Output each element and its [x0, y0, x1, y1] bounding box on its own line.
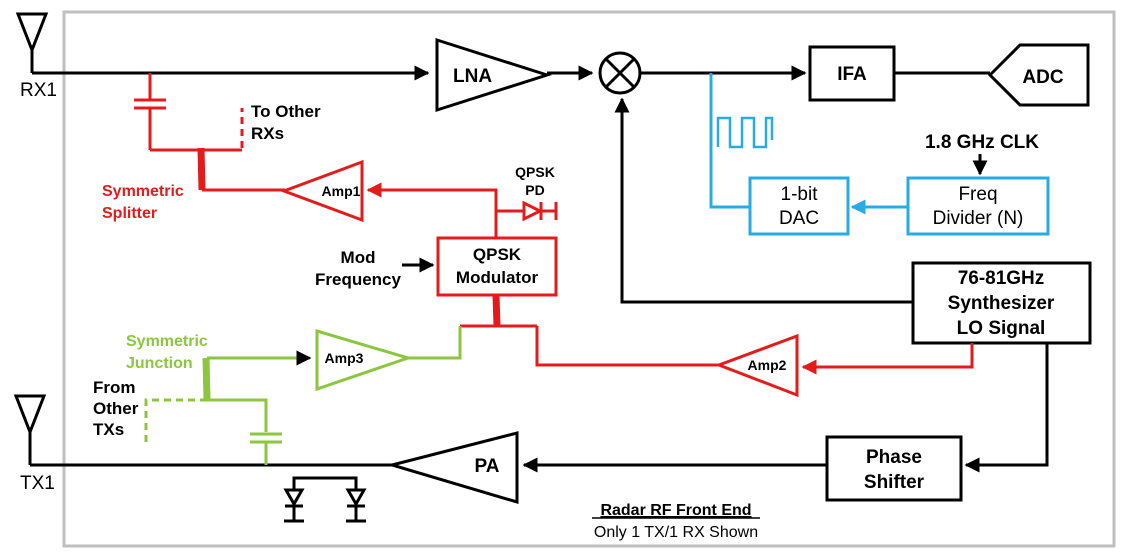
amp2-amplifier	[714, 333, 799, 398]
ifa-label: IFA	[837, 64, 867, 85]
symmetric-splitter-label-line1: Symmetric	[102, 183, 184, 200]
freq-divider-label-line2: Divider (N)	[933, 208, 1024, 229]
amp1-label: Amp1	[322, 183, 361, 199]
green-feed-wire	[408, 326, 462, 360]
mixer-icon	[598, 51, 642, 95]
to-other-rxs-label-line2: RXs	[251, 124, 284, 143]
symmetric-junction	[202, 357, 211, 401]
from-other-txs-label-line3: TXs	[93, 420, 124, 439]
symmetric-splitter-label-line2: Splitter	[102, 205, 157, 222]
adc-label: ADC	[1022, 67, 1063, 88]
dac-label-line2: DAC	[779, 208, 819, 229]
synth-label-line1: 76-81GHz	[958, 268, 1045, 289]
symmetric-splitter-junction	[197, 147, 206, 191]
junction-to-cap-wire	[207, 398, 268, 432]
adc-block	[987, 43, 1090, 107]
phase-shifter-label-line1: Phase	[866, 447, 922, 468]
phase-shifter-label-line2: Shifter	[864, 472, 925, 493]
lo-to-amp2-wire	[801, 343, 974, 375]
freq-divider-block	[906, 176, 1050, 236]
synthesizer-block	[911, 261, 1092, 345]
rx-antenna-icon	[15, 12, 49, 73]
amp2-to-qpsk-wire	[535, 326, 721, 367]
mixer-to-dac-wire	[709, 73, 750, 209]
amp3-amplifier	[315, 328, 413, 392]
rx-port-label: RX1	[20, 80, 57, 101]
synth-label-line2: Synthesizer	[948, 293, 1055, 314]
qpsk-pd-diode-icon	[496, 200, 558, 222]
qpsk-modulator-block	[436, 236, 558, 297]
tx-coupling-capacitor-icon	[250, 432, 282, 465]
from-other-txs-label-line2: Other	[93, 399, 139, 418]
ifa-block	[808, 45, 896, 102]
qpsk-to-amp1-wire	[366, 182, 498, 238]
to-other-rx-dashed-wire	[208, 108, 244, 152]
lo-to-mixer-wire	[614, 97, 913, 304]
mod-frequency-label-line1: Mod	[341, 248, 376, 267]
amp2-label: Amp2	[748, 357, 787, 373]
tx-antenna-icon	[13, 394, 47, 465]
dac-label-line1: 1-bit	[781, 184, 819, 205]
tx-port-label: TX1	[20, 473, 55, 494]
mod-frequency-label-line2: Frequency	[315, 270, 402, 289]
outer-frame	[62, 10, 1116, 548]
clk-label: 1.8 GHz CLK	[925, 132, 1039, 153]
square-wave-icon	[716, 116, 774, 149]
qpsk-input-junction	[492, 294, 501, 327]
symmetric-junction-label-line2: Junction	[126, 355, 193, 372]
amp1-amplifier	[279, 159, 364, 223]
amp3-label: Amp3	[325, 350, 364, 366]
symmetric-junction-label-line1: Symmetric	[126, 333, 208, 350]
synth-label-line3: LO Signal	[957, 318, 1046, 339]
qpsk-modulator-label-line1: QPSK	[473, 245, 522, 264]
pa-amplifier	[386, 431, 519, 505]
lna-amplifier	[435, 37, 552, 113]
qpsk-pd-label-line1: QPSK	[515, 164, 555, 180]
dac-block	[748, 176, 850, 236]
pa-label: PA	[475, 456, 500, 477]
qpsk-pd-label-line2: PD	[525, 182, 544, 198]
synth-to-phase-shifter-wire	[964, 343, 1049, 473]
phase-shifter-block	[825, 435, 963, 502]
freq-divider-label-line1: Freq	[958, 184, 997, 205]
lna-label: LNA	[453, 66, 492, 87]
tx-detector-diodes-icon	[283, 476, 367, 523]
rx-coupling-capacitor-icon	[134, 73, 166, 150]
to-other-rxs-label-line1: To Other	[251, 102, 321, 121]
diagram-title: Radar RF Front End	[600, 502, 751, 519]
qpsk-modulator-label-line2: Modulator	[456, 268, 539, 287]
diagram-subtitle: Only 1 TX/1 RX Shown	[594, 524, 758, 541]
from-other-tx-dashed-wire	[144, 398, 207, 446]
from-other-txs-label-line1: From	[93, 378, 136, 397]
